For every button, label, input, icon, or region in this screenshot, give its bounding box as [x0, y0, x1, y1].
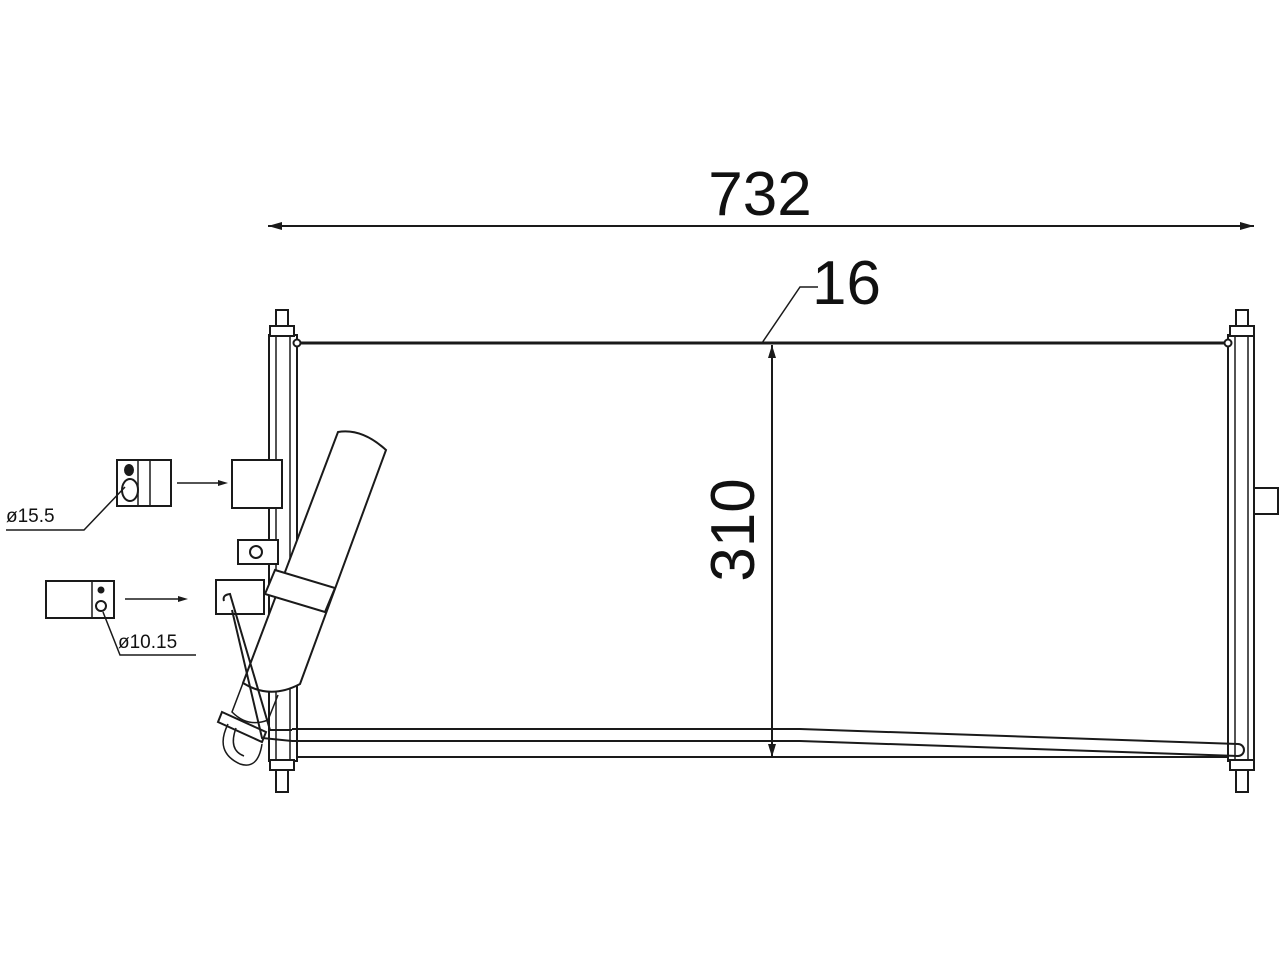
- width-dimension: 732: [268, 160, 1254, 230]
- depth-label: 16: [812, 249, 881, 318]
- right-header-tank: [1227, 309, 1279, 793]
- outlet-fitting-label: ø10.15: [118, 632, 177, 653]
- connecting-pipe: [222, 592, 293, 742]
- bottom-pipe: [292, 728, 1245, 757]
- height-label: 310: [699, 478, 768, 581]
- receiver-drier: [216, 430, 388, 766]
- depth-leader: 16: [761, 249, 881, 344]
- inlet-fitting-label: ø15.5: [6, 506, 55, 527]
- left-header-tank: [268, 309, 298, 793]
- height-dimension: 310: [699, 345, 776, 757]
- width-label: 732: [708, 160, 811, 229]
- outlet-fitting: ø10.15: [45, 579, 265, 656]
- inlet-fitting: ø15.5: [6, 459, 283, 531]
- condenser-core: [292, 338, 1233, 758]
